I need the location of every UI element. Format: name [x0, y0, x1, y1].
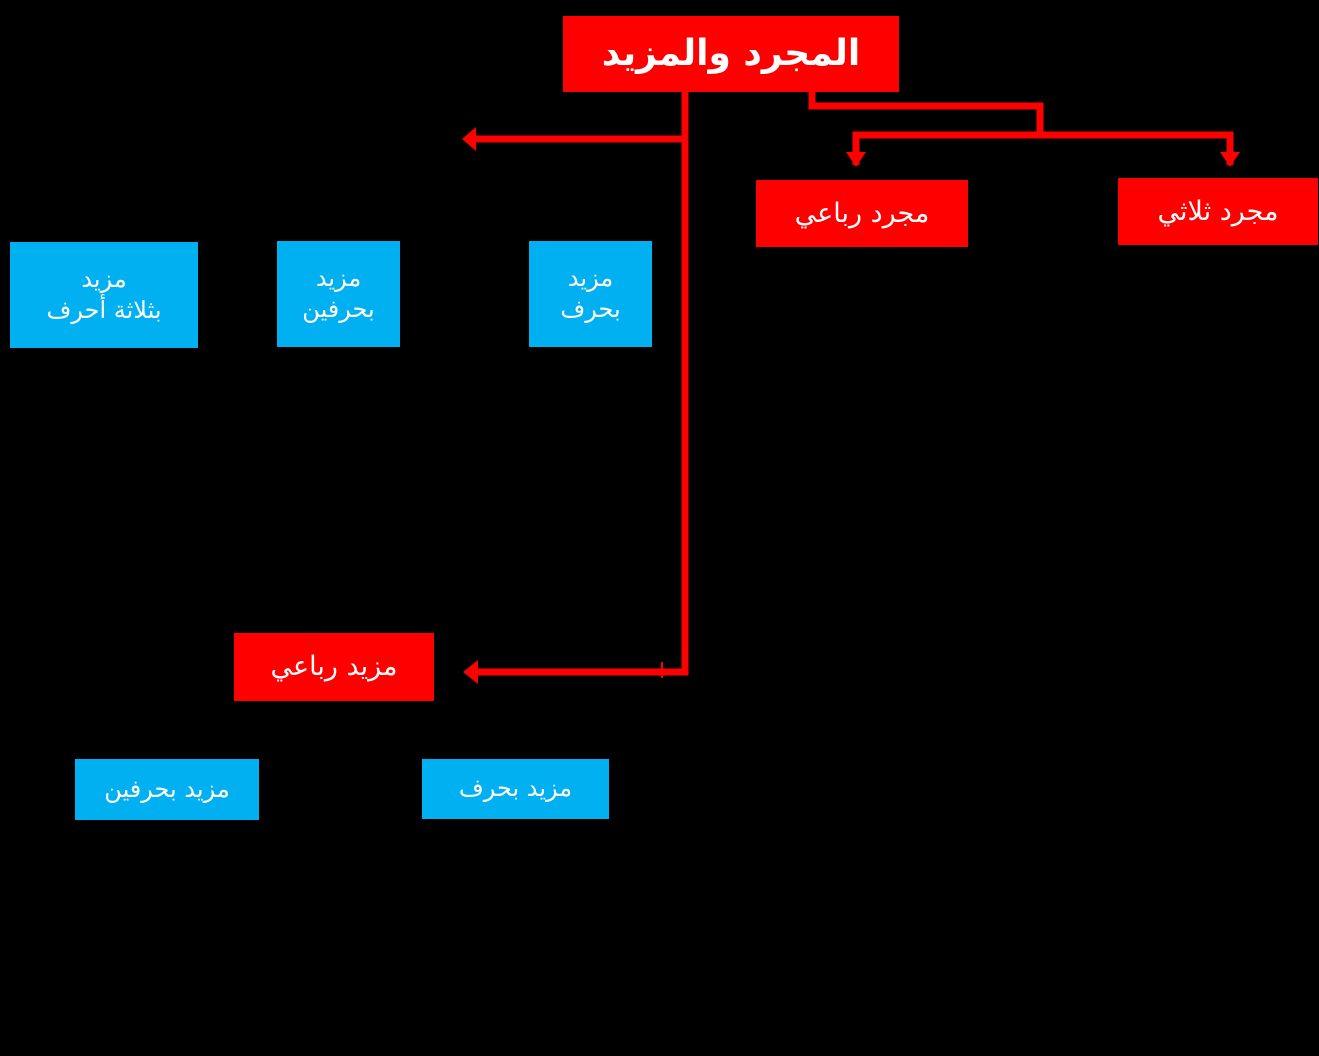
- node-mazid-rubai-label: مزيد رباعي: [270, 651, 398, 683]
- node-label-line: مزيد: [81, 264, 127, 293]
- node-mazid-thulathi-harfayn: مزيد بحرفين: [277, 241, 400, 347]
- arrowhead-mujarrad-rubai: [846, 152, 866, 167]
- arrowhead-mazid-rubai: [463, 660, 478, 684]
- node-mazid-rubai-harf: مزيد بحرف: [422, 759, 609, 819]
- node-label-line: بحرف: [560, 295, 621, 323]
- node-mujarrad-rubai-label: مجرد رباعي: [794, 197, 930, 229]
- connector-mujarrad-split: [852, 131, 1234, 165]
- node-mazid-thulathi-harf: مزيد بحرف: [529, 241, 652, 347]
- arrowhead-mazid-thulathi: [462, 127, 476, 151]
- node-label-line: بثلاثة أحرف: [46, 296, 162, 324]
- node-label-line: مزيد بحرف: [458, 774, 573, 803]
- root-node-mujarrad-wal-mazid: المجرد والمزيد: [563, 16, 899, 92]
- node-mazid-rubai: مزيد رباعي: [234, 633, 434, 701]
- node-mujarrad-rubai: مجرد رباعي: [756, 180, 968, 247]
- node-label-line: بحرفين: [302, 295, 375, 323]
- node-label-line: مزيد بحرفين: [104, 774, 230, 803]
- node-mazid-rubai-harfayn: مزيد بحرفين: [75, 759, 259, 820]
- node-label-line: مزيد: [567, 263, 614, 292]
- arrowhead-mujarrad-thulathi: [1220, 152, 1240, 167]
- node-mazid-thulathi-thalatha-ahruf: مزيد بثلاثة أحرف: [10, 242, 198, 348]
- connector-root-to-mujarrad: [808, 92, 1044, 132]
- node-mujarrad-thulathi-label: مجرد ثلاثي: [1157, 195, 1279, 227]
- root-node-label: المجرد والمزيد: [601, 32, 861, 74]
- node-mujarrad-thulathi: مجرد ثلاثي: [1118, 178, 1318, 245]
- node-label-line: مزيد: [315, 263, 362, 292]
